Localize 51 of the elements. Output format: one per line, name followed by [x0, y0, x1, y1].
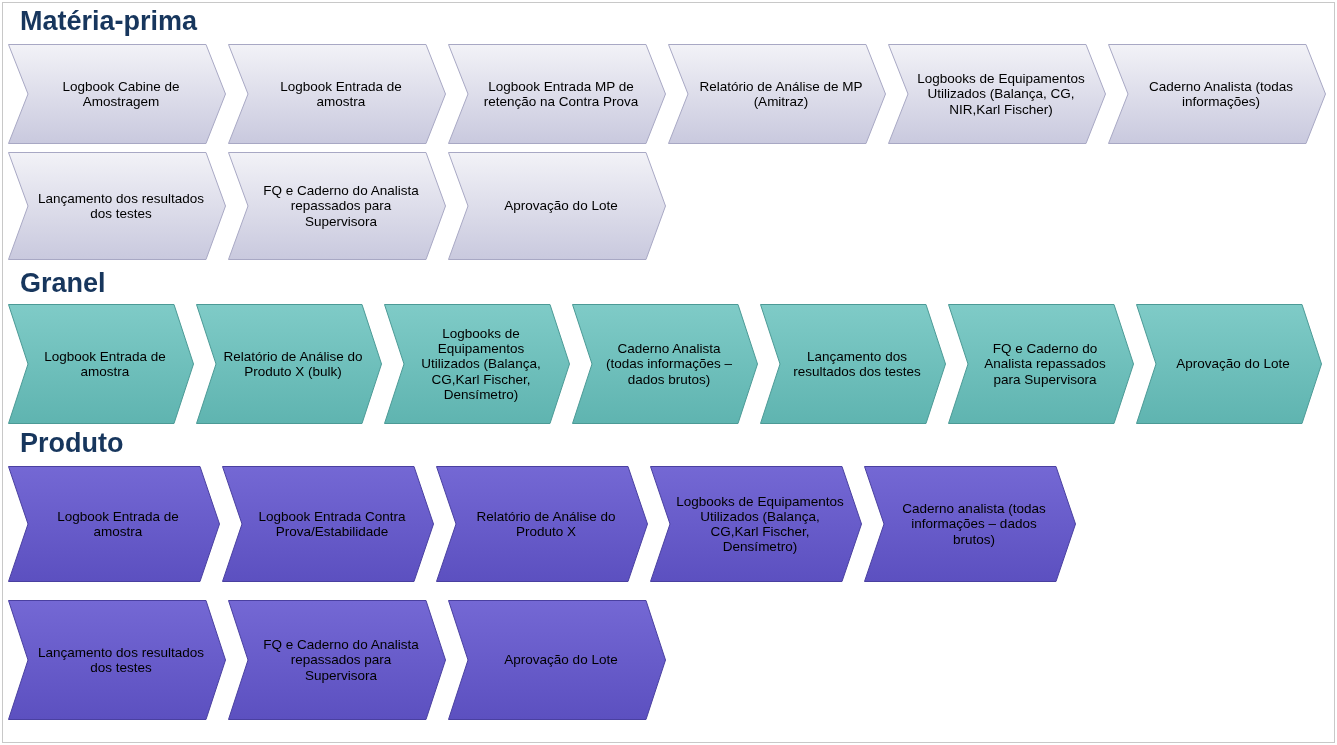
step-text: Relatório de Análise de MP (Amitraz): [698, 77, 864, 111]
step-text: FQ e Caderno do Analista repassados para Supervisora: [262, 636, 420, 685]
step-text: Caderno analista (todas informações – dados brutos): [901, 500, 1047, 549]
section-heading: Granel: [20, 268, 106, 299]
step-text: Logbook Entrada MP de retenção na Contra Prova: [482, 77, 640, 111]
process-step: [1136, 304, 1322, 424]
process-step: [8, 44, 226, 144]
process-step: [8, 304, 194, 424]
section-heading: Matéria-prima: [20, 6, 198, 37]
step-text: Logbooks de Equipamentos Utilizados (Balança, CG, NIR,Karl Fischer): [916, 70, 1086, 119]
process-step: [572, 304, 758, 424]
step-text: Logbook Cabine de Amostragem: [61, 77, 181, 111]
step-text: Relatório de Análise do Produto X (bulk): [222, 347, 364, 381]
step-text: Relatório de Análise do Produto X: [475, 507, 617, 541]
step-text: FQ e Caderno do Analista repassados para Supervisora: [983, 340, 1107, 389]
step-text: Logbooks de Equipamentos Utilizados (Balança, CG,Karl Fischer, Densímetro): [676, 492, 844, 557]
process-step: [228, 600, 446, 720]
process-step: [228, 152, 446, 260]
process-step: [888, 44, 1106, 144]
process-step: [8, 152, 226, 260]
step-text: Logbook Entrada de amostra: [279, 77, 403, 111]
process-step: [864, 466, 1076, 582]
step-text: Logbook Entrada de amostra: [43, 347, 167, 381]
step-text: Lançamento dos resultados dos testes: [37, 643, 205, 677]
process-step: [668, 44, 886, 144]
process-step: [8, 466, 220, 582]
process-step: [8, 600, 226, 720]
step-text: Lançamento dos resultados dos testes: [792, 347, 922, 381]
step-text: FQ e Caderno do Analista repassados para Supervisora: [262, 182, 420, 231]
process-step: [448, 600, 666, 720]
step-text: Logbook Entrada Contra Prova/Estabilidade: [257, 507, 407, 541]
step-text: Aprovação do Lote: [1175, 355, 1291, 374]
step-text: Logbook Entrada de amostra: [56, 507, 180, 541]
step-text: Lançamento dos resultados dos testes: [37, 189, 205, 223]
process-step: [436, 466, 648, 582]
step-text: Aprovação do Lote: [503, 651, 619, 670]
process-step: [760, 304, 946, 424]
process-step: [196, 304, 382, 424]
step-text: Caderno Analista (todas informações): [1147, 77, 1295, 111]
section-heading: Produto: [20, 428, 124, 459]
process-step: [650, 466, 862, 582]
step-text: Aprovação do Lote: [503, 197, 619, 216]
process-step: [448, 44, 666, 144]
process-step: [228, 44, 446, 144]
step-text: Logbooks de Equipamentos Utilizados (Balança, CG,Karl Fischer, Densímetro): [420, 325, 542, 404]
process-step: [1108, 44, 1326, 144]
process-step: [448, 152, 666, 260]
process-step: [222, 466, 434, 582]
step-text: Caderno Analista (todas informações – dados brutos): [604, 340, 734, 389]
process-step: [948, 304, 1134, 424]
process-step: [384, 304, 570, 424]
